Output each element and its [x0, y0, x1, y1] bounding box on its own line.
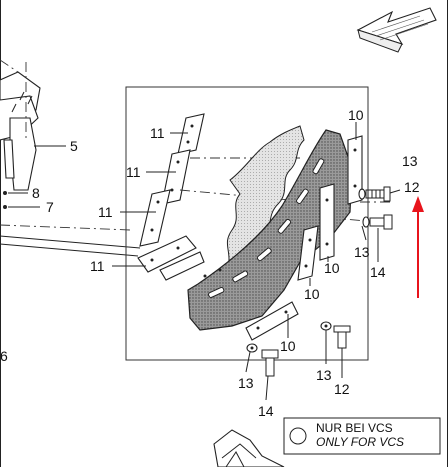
- label-10-bottom: 10: [280, 338, 296, 354]
- washer-13-upper-icon: [358, 188, 366, 200]
- label-13-upper: 13: [402, 153, 418, 169]
- bolt-7-icon: [3, 205, 40, 209]
- machine-frame: [0, 59, 141, 257]
- guide-line-2: [179, 189, 291, 201]
- vcs-note-box: NUR BEI VCS ONLY FOR VCS: [283, 417, 441, 455]
- label-10-top: 10: [348, 107, 364, 123]
- label-12-bottom: 12: [334, 381, 350, 397]
- label-11-low: 11: [98, 204, 113, 220]
- label-5: 5: [70, 138, 78, 154]
- direction-arrow-icon: [356, 7, 437, 53]
- label-12-upper: 12: [404, 179, 420, 195]
- label-11-top: 11: [150, 125, 165, 141]
- label-14-bottom: 14: [258, 403, 274, 419]
- note-line-de: NUR BEI VCS: [316, 421, 393, 435]
- mounting-plate-11-bottom: [137, 235, 205, 281]
- label-13-mid: 13: [354, 244, 370, 260]
- clamp-strip-10-bottom: [245, 301, 299, 341]
- note-line-en: ONLY FOR VCS: [316, 435, 404, 449]
- label-11-bottom: 11: [90, 258, 105, 274]
- screw-14-mid-icon: [369, 214, 393, 230]
- leader-lines: [34, 122, 401, 401]
- screw-14-bottom-icon: [261, 349, 279, 377]
- clamp-strip-10-mid: [319, 183, 335, 261]
- clamp-strip-10-top: [347, 135, 363, 205]
- washer-13-bottom-right-icon: [320, 321, 332, 331]
- label-14-mid: 14: [370, 264, 386, 280]
- red-marker-arrow-icon: [412, 196, 424, 298]
- washer-13-mid-icon: [362, 216, 370, 228]
- vcs-marker-icon: [289, 427, 307, 445]
- label-13-bottom-left: 13: [238, 375, 254, 391]
- label-11-mid: 11: [126, 164, 141, 180]
- mounting-plate-11-low: [139, 189, 171, 247]
- label-6: 6: [0, 348, 8, 364]
- bolt-8-icon: [3, 191, 28, 195]
- screw-12-bottom-icon: [333, 325, 351, 349]
- support-bracket: [226, 125, 305, 273]
- flap-slots: [203, 158, 325, 298]
- screw-12-upper-icon: [365, 186, 391, 202]
- label-10-mid: 10: [324, 260, 340, 276]
- mounting-plate-11-top: [177, 113, 205, 155]
- label-13-bottom-right: 13: [316, 367, 332, 383]
- label-7: 7: [46, 199, 54, 215]
- label-10-low: 10: [304, 286, 320, 302]
- label-8: 8: [32, 185, 40, 201]
- bottom-partial-part: [213, 429, 285, 467]
- clamp-strip-10-low: [297, 225, 319, 281]
- washer-13-bottom-left-icon: [246, 343, 258, 353]
